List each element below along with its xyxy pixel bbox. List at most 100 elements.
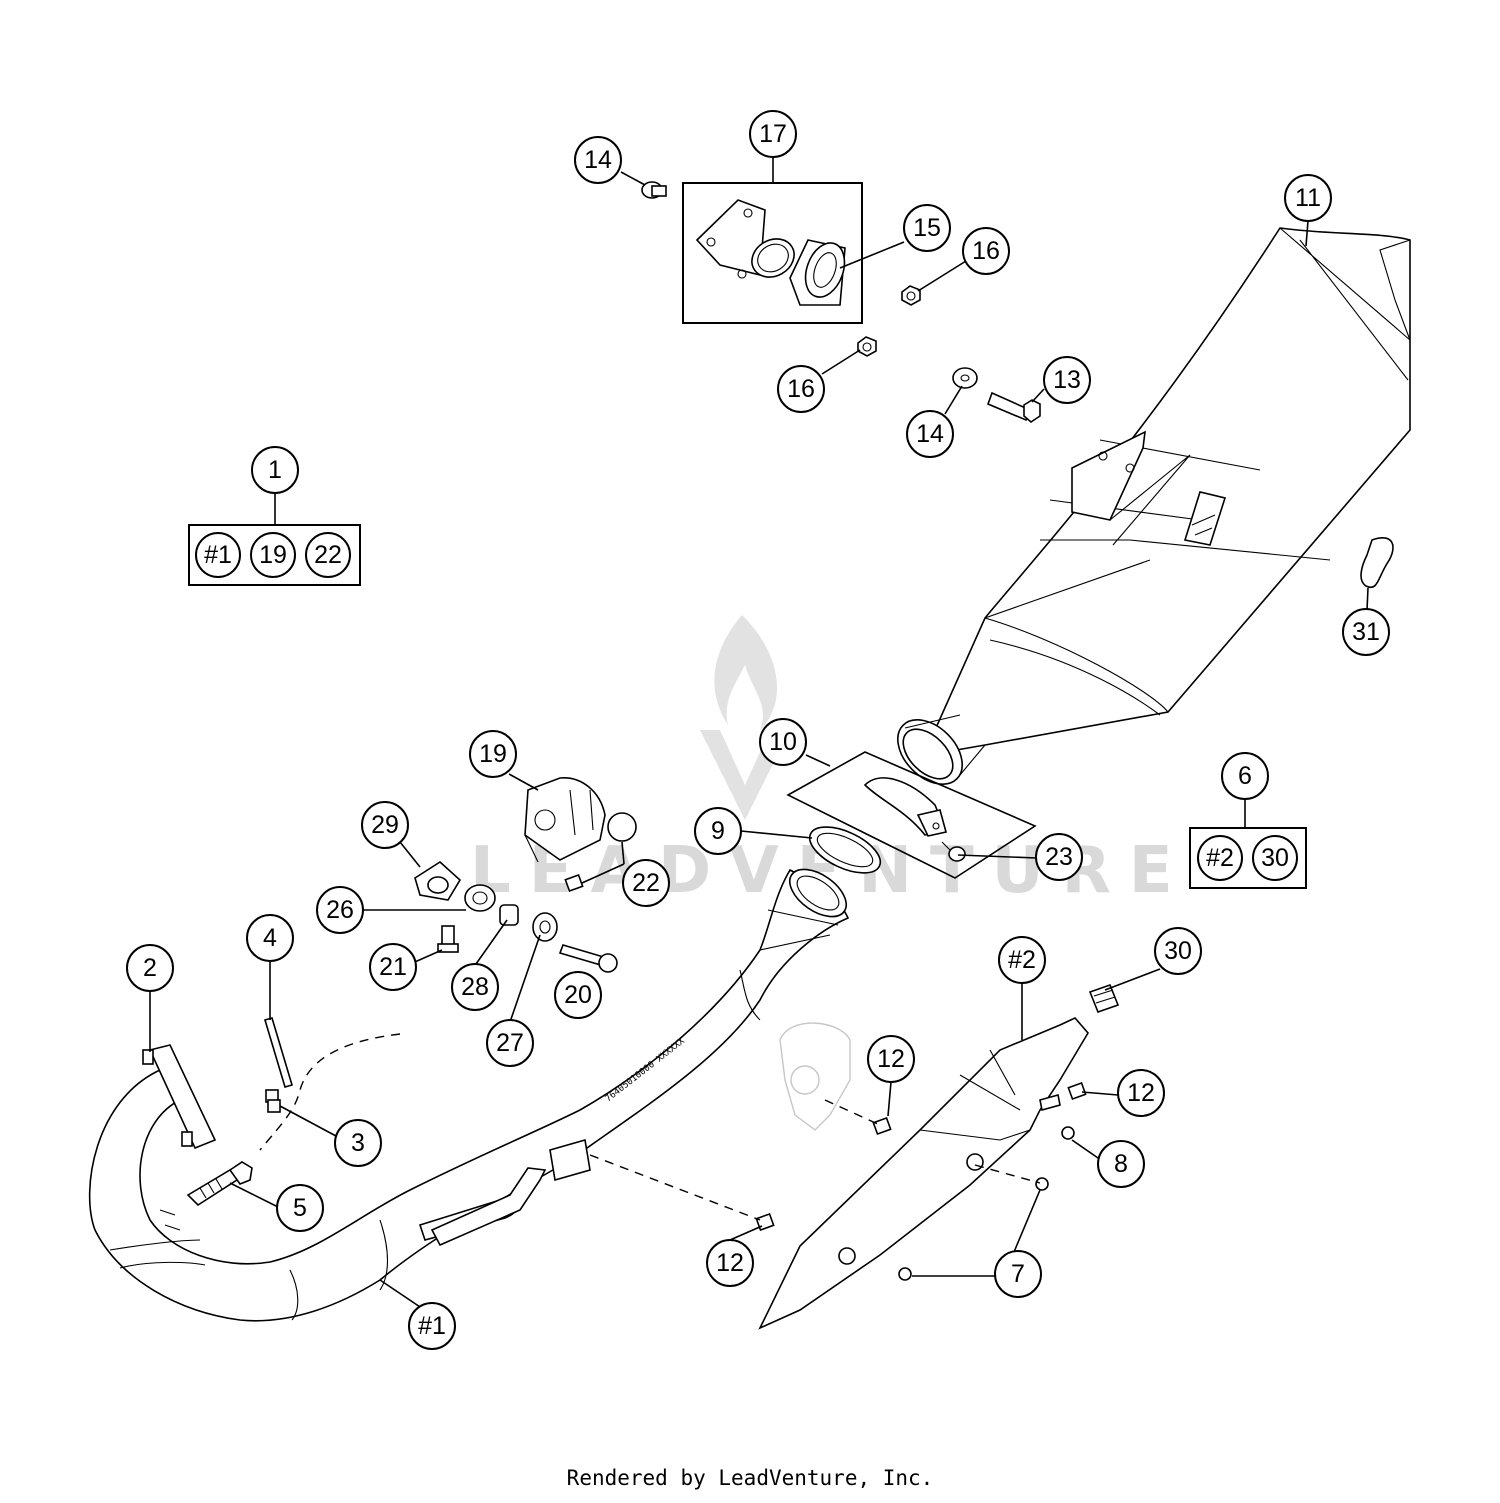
callout-20[interactable]: 20	[554, 971, 602, 1019]
callout-27[interactable]: 27	[486, 1019, 534, 1067]
sleeve-15[interactable]	[789, 238, 851, 306]
oxygen-sensor-5[interactable]	[186, 1161, 253, 1207]
callout-21[interactable]: 21	[369, 943, 417, 991]
clip-12-upper[interactable]	[872, 1116, 892, 1136]
clip-12-right[interactable]	[1067, 1081, 1087, 1101]
svg-text:26: 26	[326, 896, 354, 924]
callout-30[interactable]: 30	[1154, 927, 1202, 975]
bolt-20[interactable]	[558, 944, 618, 973]
callout-1[interactable]: 1	[251, 446, 299, 494]
ghost-bracket	[779, 1022, 851, 1131]
nut-22[interactable]	[564, 873, 584, 893]
bracket-29[interactable]	[414, 860, 462, 901]
svg-text:22: 22	[314, 541, 342, 569]
svg-text:30: 30	[1261, 844, 1289, 872]
svg-text:5: 5	[293, 1194, 307, 1222]
nut-16-upper[interactable]	[901, 285, 921, 306]
clip-3b[interactable]	[267, 1099, 281, 1113]
svg-text:19: 19	[259, 541, 287, 569]
callout-2[interactable]: 2	[126, 944, 174, 992]
svg-text:10: 10	[769, 728, 797, 756]
nut-16-lower[interactable]	[857, 336, 877, 357]
bolt-23[interactable]	[941, 841, 966, 862]
callout-h2[interactable]: #2	[998, 936, 1046, 984]
footer-credit: Rendered by LeadVenture, Inc.	[566, 1466, 934, 1490]
callout-7[interactable]: 7	[994, 1250, 1042, 1298]
kit6-item-h2[interactable]: #2	[1197, 835, 1243, 881]
callout-31[interactable]: 31	[1342, 608, 1390, 656]
svg-text:#2: #2	[1008, 946, 1036, 974]
bracket-17[interactable]	[695, 199, 801, 285]
svg-text:3: 3	[351, 1129, 365, 1157]
callout-26[interactable]: 26	[316, 886, 364, 934]
callout-16-lower[interactable]: 16	[777, 365, 825, 413]
svg-text:16: 16	[787, 375, 815, 403]
screw-7-upper[interactable]	[1035, 1177, 1049, 1191]
bracket-19[interactable]	[524, 777, 606, 863]
svg-text:12: 12	[716, 1249, 744, 1277]
kit6-item-30[interactable]: 30	[1252, 835, 1298, 881]
header-pipe-1[interactable]	[88, 860, 855, 1322]
svg-text:29: 29	[371, 811, 399, 839]
callout-19[interactable]: 19	[469, 730, 517, 778]
kit1-item-22[interactable]: 22	[305, 532, 351, 578]
callout-28[interactable]: 28	[451, 963, 499, 1011]
callout-29[interactable]: 29	[361, 801, 409, 849]
screw-7-lower[interactable]	[898, 1267, 912, 1281]
bolt-13[interactable]	[986, 391, 1041, 424]
callout-14-middle[interactable]: 14	[906, 410, 954, 458]
washer-27[interactable]	[532, 912, 558, 942]
svg-text:21: 21	[379, 953, 407, 981]
callout-11[interactable]: 11	[1284, 174, 1332, 222]
callout-13[interactable]: 13	[1043, 356, 1091, 404]
grommet-30[interactable]	[1088, 983, 1120, 1014]
svg-text:31: 31	[1352, 618, 1380, 646]
callout-9[interactable]: 9	[694, 807, 742, 855]
callout-12-upper[interactable]: 12	[867, 1035, 915, 1083]
svg-text:12: 12	[877, 1045, 905, 1073]
rubber-damper-31[interactable]	[1360, 537, 1394, 589]
callout-22[interactable]: 22	[622, 859, 670, 907]
svg-text:4: 4	[263, 924, 277, 952]
callout-12-right[interactable]: 12	[1117, 1069, 1165, 1117]
rubber-26[interactable]	[464, 884, 496, 912]
watermark-flame-icon	[714, 615, 778, 730]
svg-text:14: 14	[584, 146, 612, 174]
svg-text:13: 13	[1053, 366, 1081, 394]
kit1-item-19[interactable]: 19	[250, 532, 296, 578]
screw-8[interactable]	[1061, 1126, 1075, 1140]
kit1-item-h1[interactable]: #1	[195, 532, 241, 578]
bolt-21[interactable]	[437, 925, 459, 953]
svg-text:#2: #2	[1206, 844, 1234, 872]
washer-14-middle[interactable]	[952, 367, 978, 389]
sleeve-28[interactable]	[499, 904, 519, 926]
callout-14-top[interactable]: 14	[574, 136, 622, 184]
gasket-4[interactable]	[264, 1017, 293, 1088]
rubber-ball-22[interactable]	[607, 812, 637, 842]
washer-14-top[interactable]	[641, 181, 667, 199]
svg-text:17: 17	[759, 120, 787, 148]
muffler[interactable]	[885, 227, 1411, 797]
gasket-9[interactable]	[803, 818, 887, 883]
callout-6[interactable]: 6	[1221, 752, 1269, 800]
callout-10[interactable]: 10	[759, 718, 807, 766]
svg-text:11: 11	[1295, 184, 1321, 212]
callout-23[interactable]: 23	[1035, 833, 1083, 881]
callout-4[interactable]: 4	[246, 914, 294, 962]
sensor-cable	[259, 1033, 401, 1151]
callout-3[interactable]: 3	[334, 1119, 382, 1167]
callout-16-upper[interactable]: 16	[962, 227, 1010, 275]
svg-text:19: 19	[479, 740, 507, 768]
callout-17[interactable]: 17	[749, 110, 797, 158]
callout-15[interactable]: 15	[903, 204, 951, 252]
svg-text:20: 20	[564, 981, 592, 1009]
clamp-10[interactable]	[863, 777, 947, 837]
callout-12-lower[interactable]: 12	[706, 1239, 754, 1287]
callout-8[interactable]: 8	[1097, 1140, 1145, 1188]
assembly-lines	[589, 1099, 1041, 1221]
heat-shield-2[interactable]	[758, 1017, 1089, 1330]
callout-h1[interactable]: #1	[408, 1302, 456, 1350]
leader-lines	[149, 157, 1369, 1316]
callout-5[interactable]: 5	[276, 1184, 324, 1232]
